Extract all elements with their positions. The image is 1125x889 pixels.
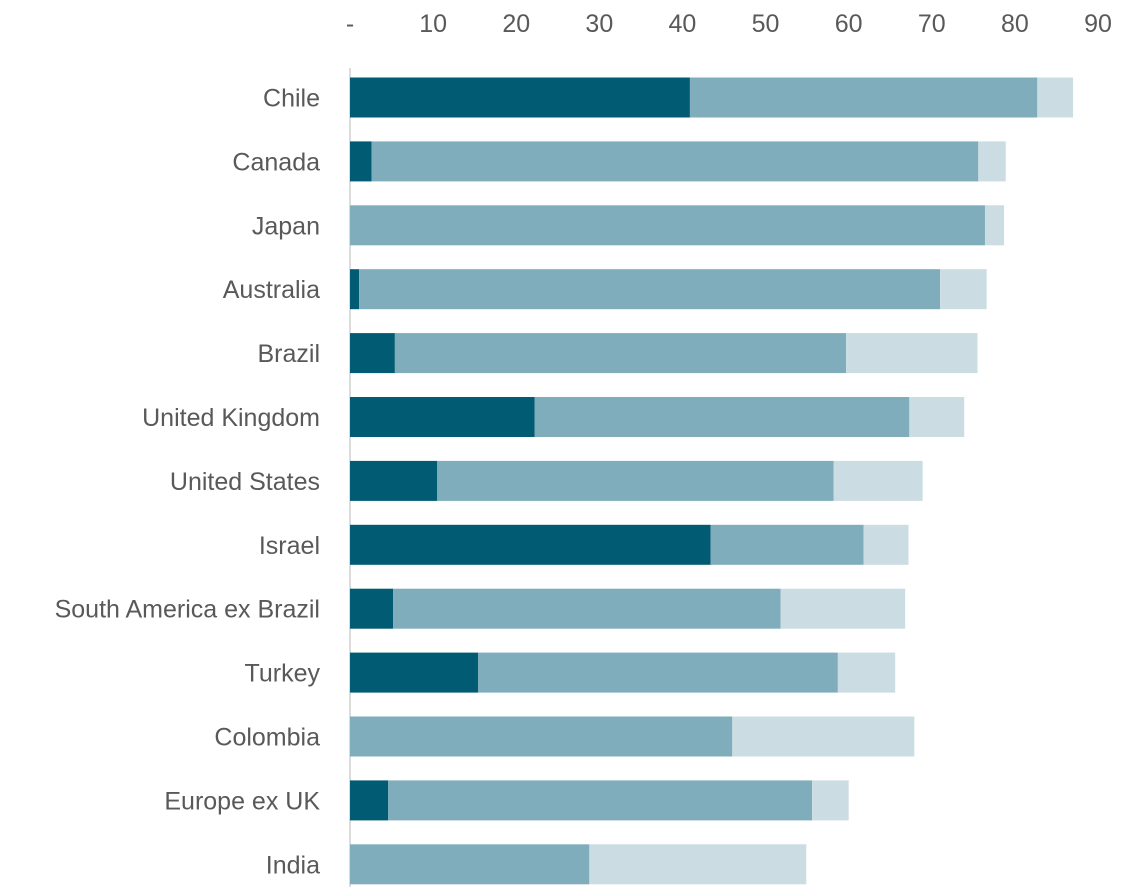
bar-segment-3 — [846, 333, 978, 374]
category-label: Canada — [232, 148, 320, 176]
x-tick-label: 90 — [1084, 10, 1112, 38]
bar-segment-2 — [371, 141, 979, 182]
x-tick-label: 40 — [669, 10, 697, 38]
bar-segment-2 — [350, 205, 985, 246]
x-tick-label: 30 — [585, 10, 613, 38]
x-tick-label: - — [346, 10, 354, 38]
category-label: South America ex Brazil — [55, 596, 320, 624]
bar-segment-2 — [534, 397, 910, 437]
bar-segment-2 — [393, 588, 781, 629]
x-tick-label: 80 — [1001, 10, 1029, 38]
x-tick-label: 10 — [419, 10, 447, 38]
bar-segment-3 — [978, 141, 1006, 182]
bar-segment-1 — [350, 780, 389, 821]
bar-segment-1 — [350, 524, 711, 565]
bar-segment-1 — [350, 77, 690, 118]
bars — [350, 77, 1074, 885]
bar-segment-1 — [350, 333, 395, 374]
bar-segment-3 — [732, 716, 915, 757]
bar-segment-3 — [863, 524, 909, 565]
bar-segment-2 — [350, 844, 590, 885]
bar-segment-2 — [350, 716, 733, 757]
category-label: Israel — [259, 532, 320, 560]
bar-segment-1 — [350, 397, 535, 437]
x-axis-ticks: - 10 20 30 40 50 60 70 80 90 — [346, 10, 1112, 38]
category-label: Europe ex UK — [164, 787, 320, 815]
category-label: Chile — [263, 85, 320, 113]
category-label: United States — [170, 468, 320, 496]
category-label: Turkey — [245, 660, 321, 688]
bar-segment-1 — [350, 588, 394, 629]
category-label: India — [266, 851, 320, 879]
bar-segment-2 — [359, 269, 941, 310]
category-label: Colombia — [214, 724, 320, 752]
bar-segment-2 — [477, 652, 838, 693]
bar-segment-3 — [1037, 77, 1074, 118]
bar-segment-1 — [350, 652, 478, 693]
bar-segment-1 — [350, 141, 372, 182]
bar-segment-3 — [837, 652, 896, 693]
bar-segment-3 — [589, 844, 807, 885]
bar-segment-3 — [812, 780, 849, 821]
category-label: Japan — [252, 212, 320, 240]
bar-segment-1 — [350, 460, 438, 501]
bar-segment-3 — [940, 269, 987, 310]
bar-segment-3 — [833, 460, 923, 501]
x-tick-label: 70 — [918, 10, 946, 38]
bar-segment-2 — [394, 333, 847, 374]
bar-segment-2 — [689, 77, 1038, 118]
bar-segment-3 — [780, 588, 906, 629]
x-tick-label: 20 — [502, 10, 530, 38]
bar-segment-2 — [388, 780, 813, 821]
category-label: United Kingdom — [142, 404, 320, 432]
bar-segment-3 — [984, 205, 1005, 246]
x-tick-label: 50 — [752, 10, 780, 38]
bar-segment-2 — [437, 460, 834, 501]
x-tick-label: 60 — [835, 10, 863, 38]
category-label: Australia — [223, 276, 320, 304]
category-label: Brazil — [257, 340, 320, 368]
bar-segment-2 — [710, 524, 864, 565]
bar-segment-3 — [909, 397, 965, 437]
bar-segment-1 — [350, 269, 360, 310]
